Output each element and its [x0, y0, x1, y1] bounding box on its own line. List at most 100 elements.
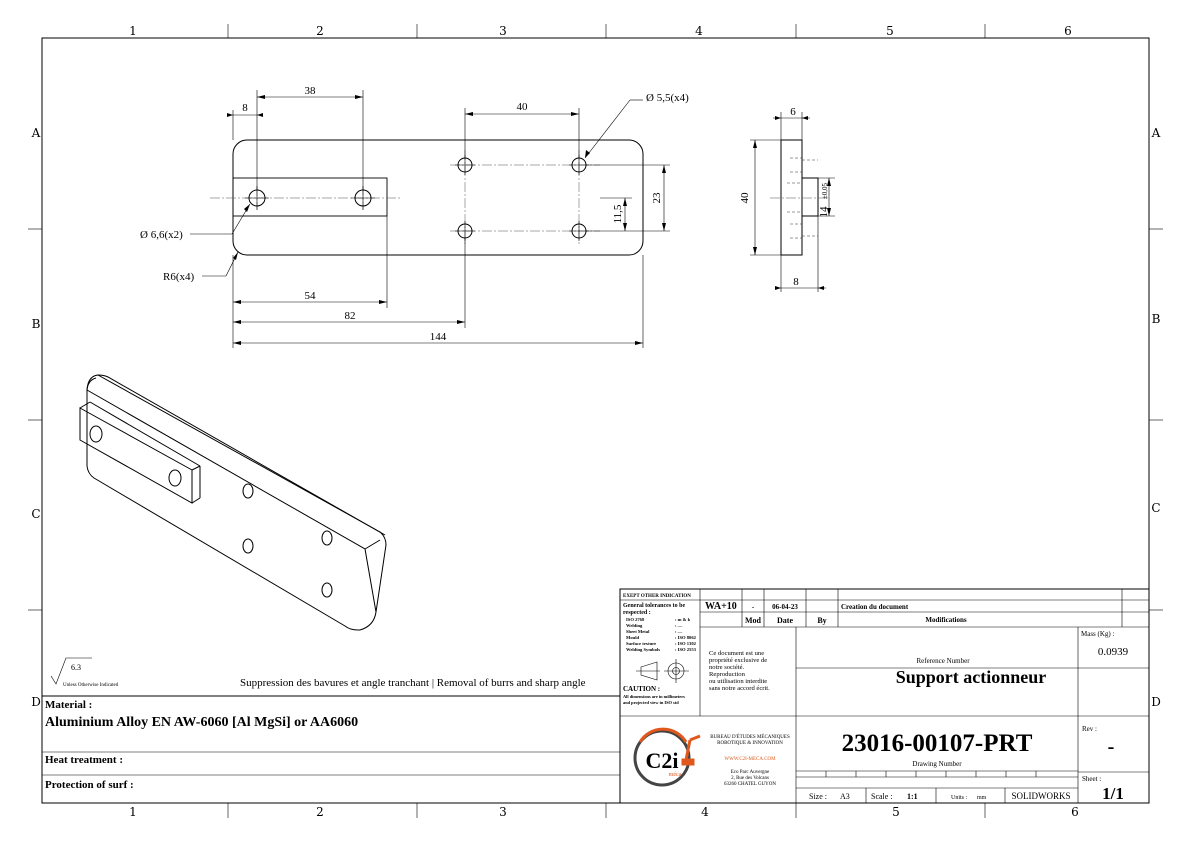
hole-dia-5-5-icon [455, 155, 589, 241]
revision-modification: Creation du document [841, 603, 909, 611]
col-label-bottom-1: 1 [129, 805, 137, 819]
material-value: Aluminium Alloy EN AW-6060 [Al MgSi] or … [45, 715, 358, 730]
revision-header-mod: Mod [745, 616, 762, 625]
tol-row-key: Sheet Metal [626, 629, 650, 634]
tol-row-key: Welding Symbols [626, 647, 660, 652]
side-dim-6: 6 [790, 106, 796, 118]
col-label-top-4: 4 [695, 24, 703, 38]
hole-callout-6-6: Ø 6,6(x2) [140, 229, 183, 241]
revision-header-by: By [817, 616, 826, 625]
ownership-line: Ce document est une [709, 650, 764, 657]
row-label-left-b: B [32, 317, 41, 331]
col-label-bottom-3: 3 [499, 805, 507, 819]
revision-date-value: 06-04-23 [772, 603, 798, 611]
sheet-frame: 1 2 3 4 5 6 1 2 3 4 5 6 A B C D A B C D [28, 24, 1163, 819]
row-label-right-a: A [1151, 126, 1161, 140]
roughness-caption: Unless Otherwise Indicated [63, 683, 119, 688]
company-addr-2: 2, Rue des Volcans [731, 776, 769, 781]
surface-roughness-symbol: 6.3 Unless Otherwise Indicated [50, 657, 119, 688]
company-line-1: BUREAU D'ÉTUDES MÉCANIQUES [710, 734, 790, 740]
drawing-number: 23016-00107-PRT [842, 730, 1033, 757]
deburr-note: Suppression des bavures et angle trancha… [240, 677, 586, 689]
tol-row-val: : ISO 1302 [675, 641, 697, 646]
revision-mod-value: - [752, 603, 755, 611]
col-label-bottom-2: 2 [316, 805, 324, 819]
robot-arm-icon [681, 734, 701, 766]
company-logo: C2i méca [633, 727, 701, 787]
dim-54: 54 [305, 290, 317, 302]
side-view: 6 40 14 ±0,05 8 [739, 106, 835, 292]
units-label: Units : [951, 795, 968, 801]
rev-label: Rev : [1082, 725, 1097, 733]
company-addr-1: Eco Parc Auvergne [731, 770, 770, 775]
logo-text: C2i [646, 748, 679, 773]
tol-row-val: : ISO 2553 [675, 647, 697, 652]
drawing-title: Support actionneur [896, 667, 1047, 687]
scale-label: Scale : [871, 792, 893, 801]
side-dim-8: 8 [793, 276, 799, 288]
dim-38: 38 [305, 85, 317, 97]
tolerances-subtitle-2: respected : [623, 610, 651, 616]
tol-row-val: : ISO 8062 [675, 635, 697, 640]
col-label-top-6: 6 [1064, 24, 1072, 38]
title-block: EXEPT OTHER INDICATION General tolerance… [619, 588, 1150, 804]
dim-23: 23 [651, 192, 663, 204]
tol-row-key: ISO 2768 [626, 617, 645, 622]
col-label-top-3: 3 [499, 24, 507, 38]
rev-value: - [1108, 736, 1115, 758]
row-label-left-a: A [31, 126, 41, 140]
ownership-notice: Ce document est une propriété exclusive … [709, 650, 770, 692]
reference-number-label: Reference Number [916, 657, 970, 665]
sheet-value: 1/1 [1102, 784, 1124, 803]
side-dim-tolerance: ±0,05 [821, 182, 829, 199]
row-label-right-d: D [1151, 695, 1161, 709]
units-value: mm [977, 795, 987, 801]
row-label-right-b: B [1152, 312, 1161, 326]
radius-callout: R6(x4) [163, 271, 195, 283]
material-label: Material : [45, 699, 92, 711]
drawing-number-label: Drawing Number [912, 760, 962, 768]
sheet-label: Sheet : [1082, 775, 1101, 783]
row-label-right-c: C [1151, 501, 1160, 515]
tol-row-val: : m & k [675, 617, 691, 622]
scale-value: 1:1 [907, 792, 918, 801]
side-dim-40: 40 [739, 192, 751, 204]
tol-row-key: Surface texture [626, 641, 656, 646]
material-block: Material : Aluminium Alloy EN AW-6060 [A… [42, 695, 620, 791]
caution-line-2: and projected view in ISO std [623, 700, 679, 705]
software-name: SOLIDWORKS [1011, 791, 1070, 801]
row-label-left-c: C [31, 507, 40, 521]
heat-treatment-label: Heat treatment : [45, 754, 123, 766]
company-addr-3: 63260 CHATEL GUYON [724, 782, 776, 787]
dim-82: 82 [345, 310, 356, 322]
col-label-bottom-5: 5 [892, 805, 900, 819]
company-info: BUREAU D'ÉTUDES MÉCANIQUES ROBOTIQUE & I… [710, 734, 790, 787]
protection-label: Protection of surf : [45, 779, 134, 791]
tolerances-title: EXEPT OTHER INDICATION [623, 594, 691, 599]
dim-11-5: 11,5 [612, 204, 624, 223]
ownership-line: sans notre accord écrit. [709, 685, 770, 692]
company-web: WWW.C2I-MECA.COM [724, 757, 776, 762]
mass-value: 0.0939 [1098, 646, 1129, 658]
ownership-line: ou utilisation interdite [709, 678, 767, 685]
ownership-line: propriété exclusive de [709, 657, 767, 664]
col-label-top-1: 1 [129, 24, 137, 38]
revision-wa: WA+10 [705, 601, 737, 612]
tol-row-val: : — [675, 629, 683, 634]
revision-header-modifications: Modifications [925, 616, 966, 624]
caution-line-1: All dimensions are in millimeters [623, 694, 685, 699]
projection-method-icon [636, 659, 689, 683]
roughness-value: 6.3 [71, 663, 81, 672]
dim-40: 40 [517, 101, 529, 113]
col-label-bottom-4: 4 [701, 805, 709, 819]
logo-sub: méca [669, 772, 682, 778]
tolerances-subtitle-1: General tolerances to be [623, 603, 685, 609]
dim-144: 144 [430, 331, 447, 343]
side-dim-14: 14 [818, 206, 830, 218]
size-value: A3 [840, 792, 850, 801]
size-label: Size : [809, 792, 827, 801]
revision-header-date: Date [777, 616, 793, 625]
tol-row-key: Welding [626, 623, 643, 628]
caution-label: CAUTION : [623, 685, 660, 693]
dim-8: 8 [242, 102, 248, 114]
